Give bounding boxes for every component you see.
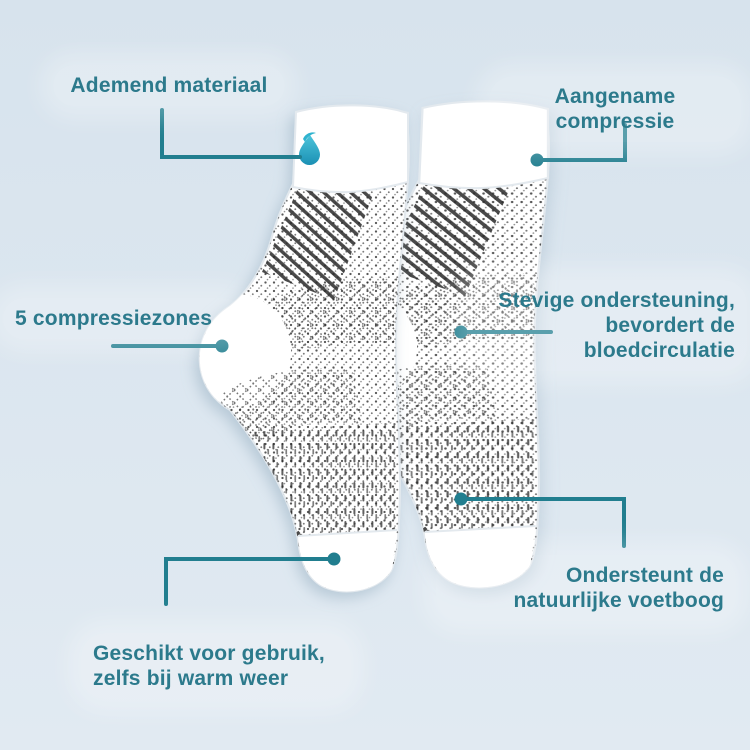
callout-label-ademend-materiaal: Ademend materiaal [53, 65, 285, 106]
connector-dot-warmweer [327, 552, 341, 566]
callout-text: bloedcirculatie [583, 339, 735, 362]
connector-line-voetboog [462, 497, 626, 548]
connector-line-ademend [160, 108, 302, 159]
callout-label-compressiezones: 5 compressiezones [3, 298, 243, 339]
connector-dot-compressie [530, 153, 544, 167]
callout-text: Stevige ondersteuning, [498, 289, 735, 312]
callout-label-aangename-compressie: Aangename compressie [489, 76, 741, 142]
callout-text: 5 compressiezones [15, 307, 213, 330]
callout-text: Aangename compressie [554, 85, 676, 133]
connector-line-compressie [539, 123, 627, 162]
callout-text: Ademend materiaal [70, 74, 268, 97]
connector-line-warmweer [164, 557, 332, 606]
callout-text: bevordert de [605, 314, 735, 337]
callout-label-voetboog: Ondersteunt de natuurlijke voetboog [436, 555, 736, 621]
callout-text: Geschikt voor gebruik, [93, 642, 325, 665]
connector-dot-voetboog [454, 492, 468, 506]
callout-text: Ondersteunt de [566, 564, 724, 587]
callout-label-warm-weer: Geschikt voor gebruik, zelfs bij warm we… [81, 633, 351, 699]
water-drop-icon [299, 132, 320, 165]
callout-text: zelfs bij warm weer [93, 667, 289, 690]
callout-text: natuurlijke voetboog [513, 589, 724, 612]
connector-dot-ondersteuning [454, 325, 468, 339]
connector-dot-zones [215, 339, 229, 353]
callout-label-stevige-ondersteuning: Stevige ondersteuning, bevordert de bloe… [467, 280, 747, 371]
